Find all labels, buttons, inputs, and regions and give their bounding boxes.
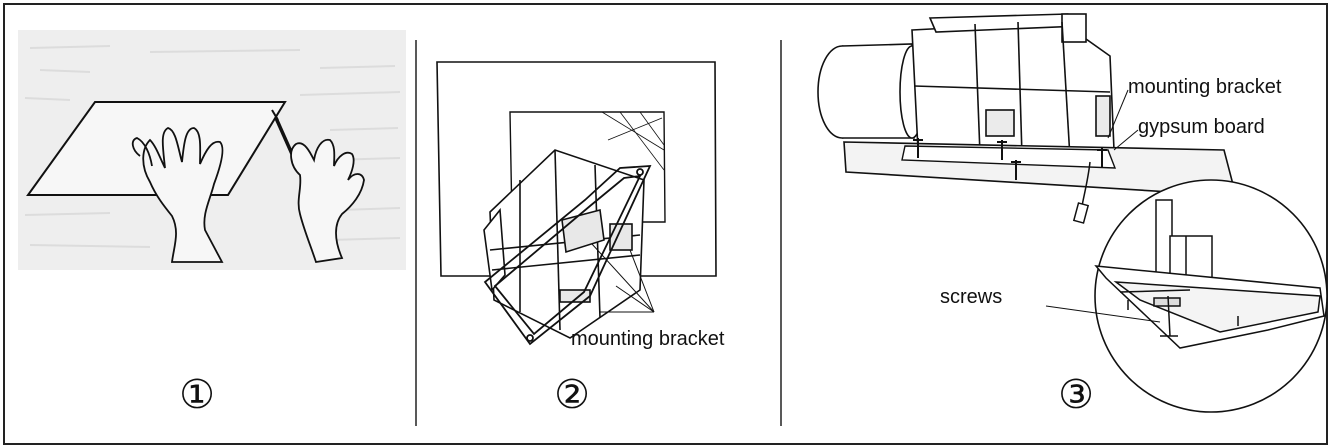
panel-2: mounting bracket ② bbox=[436, 61, 725, 418]
fan-housing bbox=[911, 13, 1115, 161]
step-number-2: ② bbox=[554, 372, 590, 418]
left-hand bbox=[131, 127, 224, 263]
mounting-bracket bbox=[483, 165, 652, 346]
screws-label: screws bbox=[940, 286, 1002, 308]
power-cable bbox=[1072, 161, 1091, 224]
panel-1: ① bbox=[18, 30, 406, 418]
step-number-3: ③ bbox=[1058, 372, 1094, 418]
scanned-photo bbox=[18, 30, 406, 270]
panel-3: mounting bracket gypsum board screws ③ bbox=[817, 13, 1328, 418]
step-number-1: ① bbox=[179, 372, 215, 418]
bracket-flange bbox=[901, 145, 1117, 169]
bracket-leader-lines bbox=[591, 243, 655, 313]
bracket-label-2: mounting bracket bbox=[571, 328, 725, 350]
bracket-label-3: mounting bracket bbox=[1128, 76, 1282, 98]
detail-magnifier bbox=[1045, 179, 1328, 413]
top-leader-lines bbox=[1107, 89, 1139, 151]
diagram-border bbox=[3, 3, 1328, 445]
right-hand-with-pencil bbox=[271, 109, 365, 264]
screws-top bbox=[913, 138, 1107, 180]
gypsum-board-label: gypsum board bbox=[1138, 116, 1265, 138]
duct-collar bbox=[817, 43, 925, 139]
